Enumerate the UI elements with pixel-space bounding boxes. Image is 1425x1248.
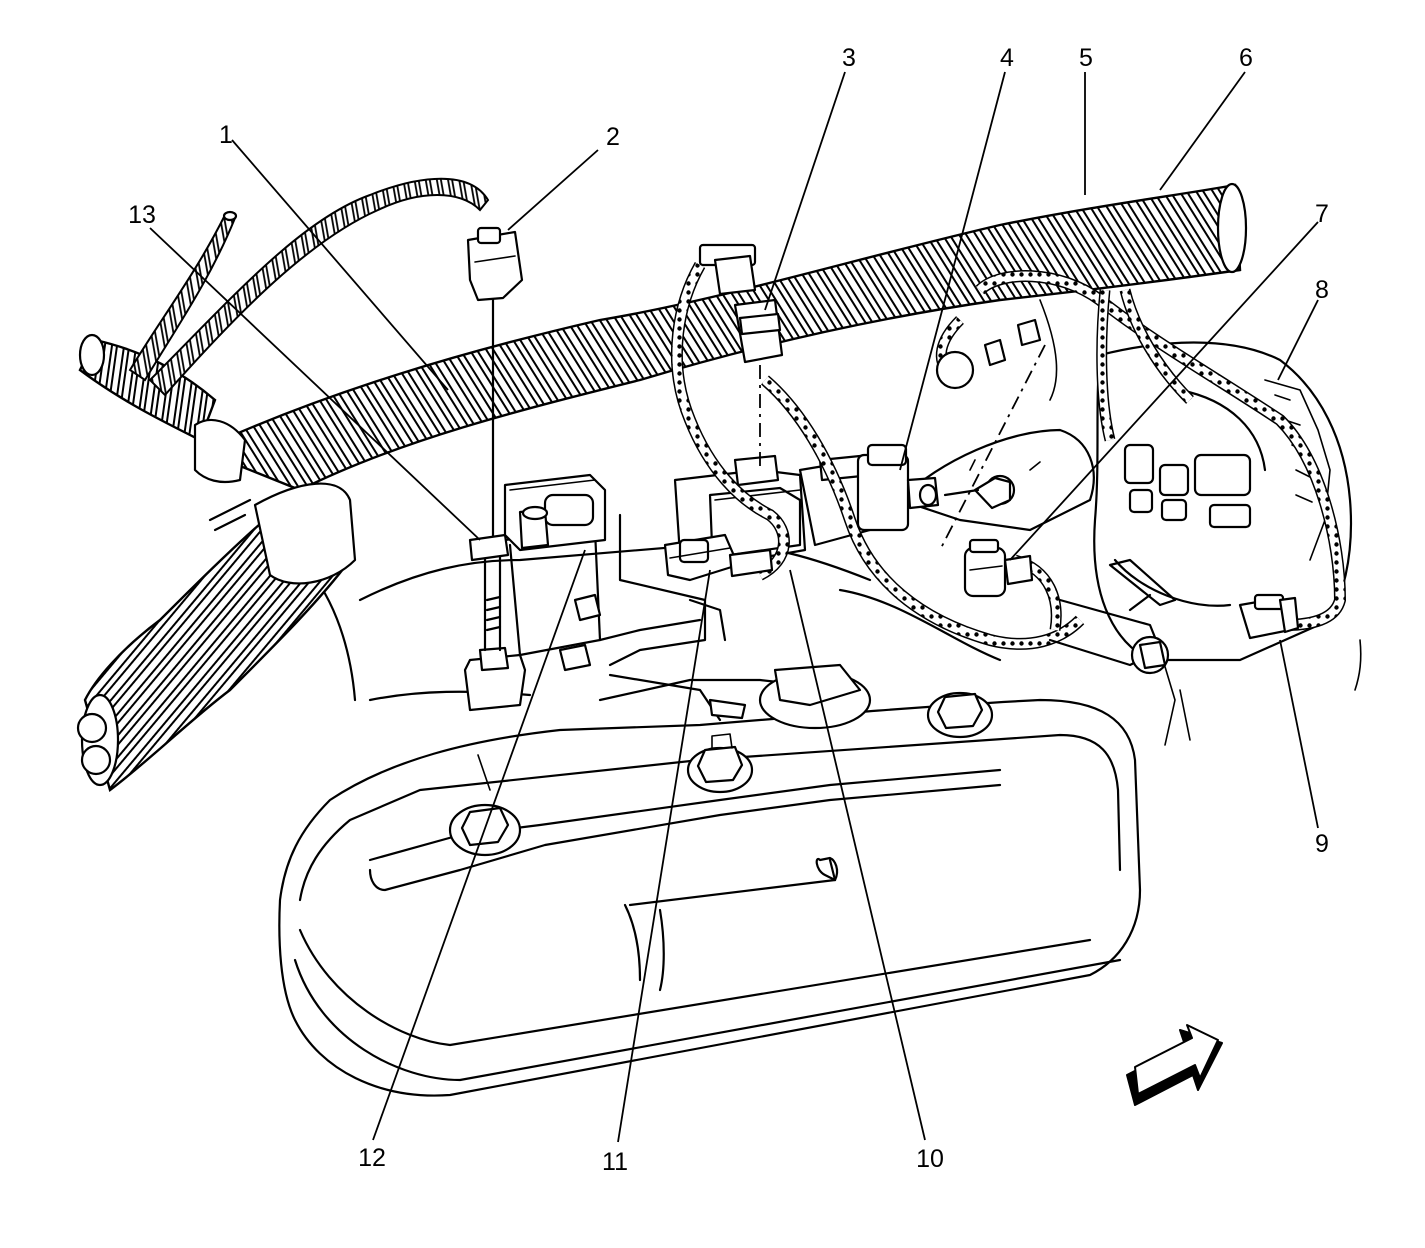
linkage-arm bbox=[1048, 558, 1177, 675]
relay-connector bbox=[856, 443, 940, 532]
sensor-module bbox=[503, 473, 607, 552]
alternator-vents bbox=[1123, 443, 1252, 529]
callout-5: 5 bbox=[1079, 44, 1093, 72]
valve-cover-bolt bbox=[686, 733, 754, 794]
harness-bracket bbox=[608, 513, 747, 722]
mounting-bolt bbox=[943, 476, 1012, 510]
callout-2: 2 bbox=[606, 123, 620, 151]
callout-8: 8 bbox=[1315, 276, 1329, 304]
sensor-connector-2 bbox=[466, 226, 524, 542]
hose-clamp bbox=[468, 533, 510, 562]
sensor-conduit bbox=[148, 177, 490, 397]
connector-9 bbox=[1238, 593, 1300, 640]
valve-cover bbox=[278, 663, 1142, 1097]
valve-cover-bolt bbox=[926, 691, 994, 739]
callout-10: 10 bbox=[916, 1145, 944, 1173]
connector-3 bbox=[698, 243, 784, 470]
leader-lines bbox=[149, 71, 1319, 1143]
callout-6: 6 bbox=[1239, 44, 1253, 72]
callout-4: 4 bbox=[1000, 44, 1014, 72]
main-wiring-harness bbox=[76, 182, 1248, 793]
direction-arrow-icon bbox=[1126, 1024, 1223, 1106]
callout-7: 7 bbox=[1315, 200, 1329, 228]
connector-7 bbox=[963, 538, 1034, 598]
callout-11: 11 bbox=[602, 1148, 628, 1176]
sensor-bracket bbox=[463, 528, 702, 712]
callout-12: 12 bbox=[358, 1144, 386, 1172]
callout-13: 13 bbox=[128, 201, 156, 229]
callout-1: 1 bbox=[219, 121, 233, 149]
callout-labels: 1 2 3 4 5 6 7 8 9 10 11 12 13 bbox=[128, 44, 1329, 1176]
ring-terminals bbox=[935, 318, 1046, 551]
callout-3: 3 bbox=[842, 44, 856, 72]
connector-11 bbox=[663, 533, 774, 582]
callout-9: 9 bbox=[1315, 830, 1329, 858]
